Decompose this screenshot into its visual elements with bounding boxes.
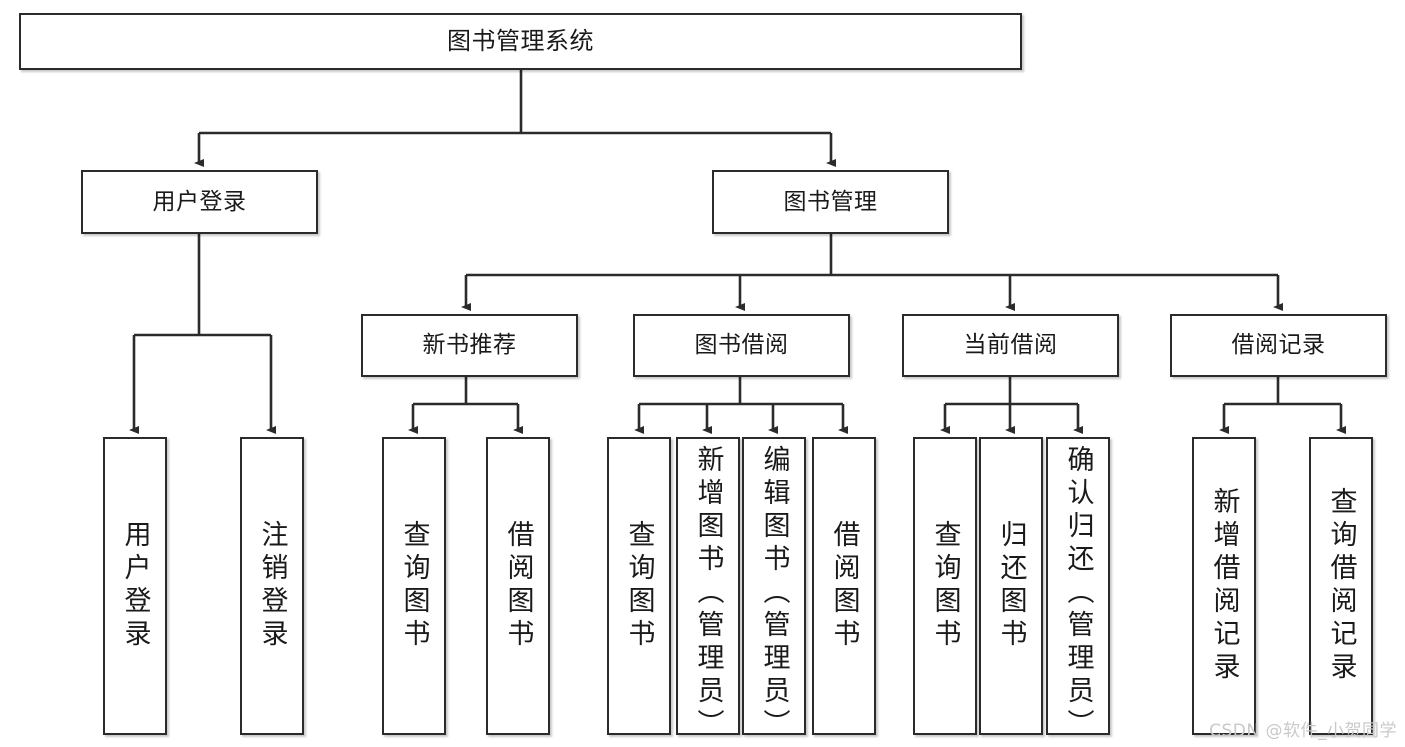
leaf-borrow-book[interactable]: 借阅图书 <box>812 437 876 735</box>
node-label: 确认归还（管理员） <box>1062 445 1094 742</box>
node-label: 图书管理 <box>783 188 878 215</box>
node-label: 查询图书 <box>398 520 430 652</box>
leaf-logout-login[interactable]: 注销登录 <box>240 437 304 735</box>
leaf-query-book-recommend[interactable]: 查询图书 <box>382 437 446 735</box>
node-label: 编辑图书（管理员） <box>758 445 790 742</box>
leaf-user-login[interactable]: 用户登录 <box>103 437 167 735</box>
leaf-add-borrow-record[interactable]: 新增借阅记录 <box>1192 437 1256 735</box>
node-label: 查询图书 <box>929 520 961 652</box>
node-label: 图书借阅 <box>694 332 789 359</box>
node-book-management[interactable]: 图书管理 <box>712 170 949 234</box>
node-label: 借阅图书 <box>502 520 534 652</box>
leaf-borrow-book-recommend[interactable]: 借阅图书 <box>486 437 550 735</box>
node-label: 查询借阅记录 <box>1325 487 1357 685</box>
node-label: 用户登录 <box>119 520 151 652</box>
node-new-book-recommend[interactable]: 新书推荐 <box>361 314 578 377</box>
node-current-borrow[interactable]: 当前借阅 <box>902 314 1119 377</box>
node-label: 借阅图书 <box>828 520 860 652</box>
node-label: 归还图书 <box>995 520 1027 652</box>
leaf-query-borrow-record[interactable]: 查询借阅记录 <box>1309 437 1373 735</box>
node-label: 新书推荐 <box>422 332 517 359</box>
node-label: 注销登录 <box>256 520 288 652</box>
leaf-query-book-borrow[interactable]: 查询图书 <box>607 437 671 735</box>
node-label: 用户登录 <box>152 188 247 215</box>
leaf-edit-book[interactable]: 编辑图书（管理员） <box>742 437 806 742</box>
node-root-system[interactable]: 图书管理系统 <box>19 13 1022 70</box>
node-label: 图书管理系统 <box>447 26 594 55</box>
node-book-borrow[interactable]: 图书借阅 <box>633 314 850 377</box>
node-borrow-record[interactable]: 借阅记录 <box>1170 314 1387 377</box>
node-label: 查询图书 <box>623 520 655 652</box>
leaf-query-book-current[interactable]: 查询图书 <box>913 437 977 735</box>
leaf-return-book[interactable]: 归还图书 <box>979 437 1043 735</box>
watermark-text: CSDN @软件_小贺同学 <box>1209 721 1397 741</box>
node-label: 新增图书（管理员） <box>692 445 724 742</box>
leaf-confirm-return[interactable]: 确认归还（管理员） <box>1046 437 1110 742</box>
node-user-login[interactable]: 用户登录 <box>81 170 318 234</box>
node-label: 新增借阅记录 <box>1208 487 1240 685</box>
node-label: 当前借阅 <box>963 332 1058 359</box>
node-label: 借阅记录 <box>1231 332 1326 359</box>
leaf-add-book[interactable]: 新增图书（管理员） <box>676 437 740 742</box>
